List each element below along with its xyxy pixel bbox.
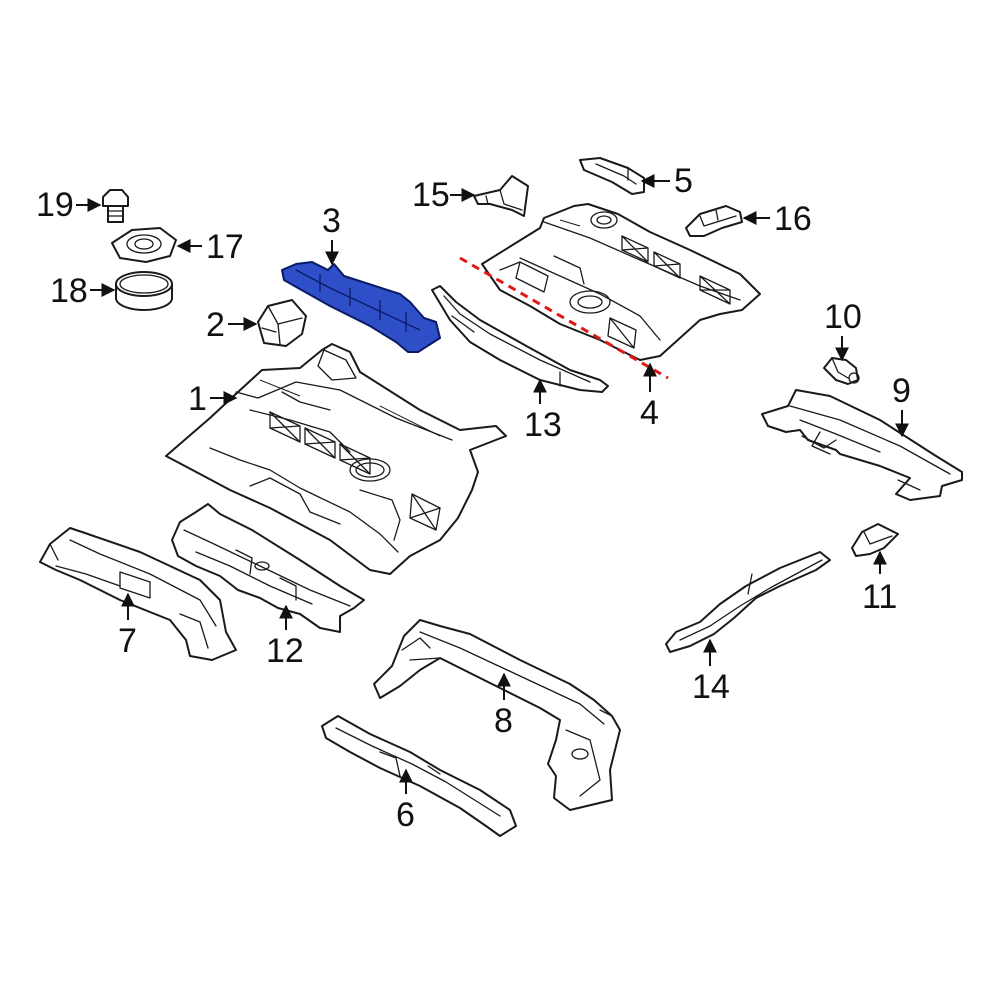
part-12-crossmember[interactable] [171, 503, 365, 633]
callout-4[interactable]: 4 [640, 362, 659, 432]
callout-12[interactable]: 12 [266, 604, 304, 670]
part-2-bracket[interactable] [257, 299, 307, 347]
callout-label-4: 4 [640, 394, 659, 432]
part-4-rear-floor-pan[interactable] [481, 203, 761, 361]
callout-label-1: 1 [188, 380, 207, 418]
part-8-crossmember-assembly[interactable] [373, 619, 621, 811]
callout-label-8: 8 [494, 702, 513, 740]
callout-label-13: 13 [524, 406, 562, 444]
part-16-bracket[interactable] [685, 205, 743, 237]
callout-label-19: 19 [36, 186, 74, 224]
callout-17[interactable]: 17 [176, 228, 244, 266]
part-10-clip[interactable] [823, 357, 860, 385]
callout-14[interactable]: 14 [692, 638, 730, 706]
callout-18[interactable]: 18 [50, 272, 116, 310]
callout-13[interactable]: 13 [524, 378, 562, 444]
callout-8[interactable]: 8 [494, 672, 513, 740]
callout-11[interactable]: 11 [862, 550, 897, 616]
part-18-seal-ring[interactable] [115, 271, 173, 311]
callout-label-2: 2 [206, 306, 225, 344]
callout-label-5: 5 [674, 162, 693, 200]
callout-label-14: 14 [692, 668, 730, 706]
callout-label-6: 6 [396, 796, 415, 834]
callout-19[interactable]: 19 [36, 186, 102, 224]
part-11-bracket[interactable] [851, 523, 899, 557]
callout-label-7: 7 [118, 622, 137, 660]
callout-label-15: 15 [412, 176, 450, 214]
part-5-bracket[interactable] [579, 157, 645, 195]
callout-label-9: 9 [892, 372, 911, 410]
part-1-front-floor-pan[interactable] [165, 343, 507, 575]
part-3-crossmember-highlighted[interactable] [281, 261, 441, 353]
callout-10[interactable]: 10 [824, 298, 862, 362]
callout-6[interactable]: 6 [396, 768, 415, 834]
callout-7[interactable]: 7 [118, 592, 137, 660]
callout-9[interactable]: 9 [892, 372, 911, 438]
callout-3[interactable]: 3 [322, 202, 341, 266]
part-7-side-member[interactable] [39, 527, 237, 661]
cut-line [459, 256, 669, 380]
part-6-rail[interactable] [321, 715, 517, 837]
callout-15[interactable]: 15 [412, 176, 476, 214]
callout-label-10: 10 [824, 298, 862, 336]
part-9-crossmember[interactable] [761, 389, 963, 501]
part-19-bolt[interactable] [102, 189, 129, 223]
callout-label-18: 18 [50, 272, 88, 310]
callout-label-12: 12 [266, 632, 304, 670]
callout-label-16: 16 [774, 200, 812, 238]
part-13-rail[interactable] [431, 285, 609, 393]
part-14-rail[interactable] [665, 551, 831, 653]
callout-1[interactable]: 1 [188, 380, 238, 418]
callout-16[interactable]: 16 [742, 200, 812, 238]
callout-5[interactable]: 5 [640, 162, 693, 200]
callout-label-3: 3 [322, 202, 341, 240]
callout-label-17: 17 [206, 228, 244, 266]
callout-2[interactable]: 2 [206, 306, 258, 344]
part-15-bracket[interactable] [473, 175, 529, 217]
part-17-plate[interactable] [111, 227, 177, 263]
callout-label-11: 11 [862, 578, 897, 616]
